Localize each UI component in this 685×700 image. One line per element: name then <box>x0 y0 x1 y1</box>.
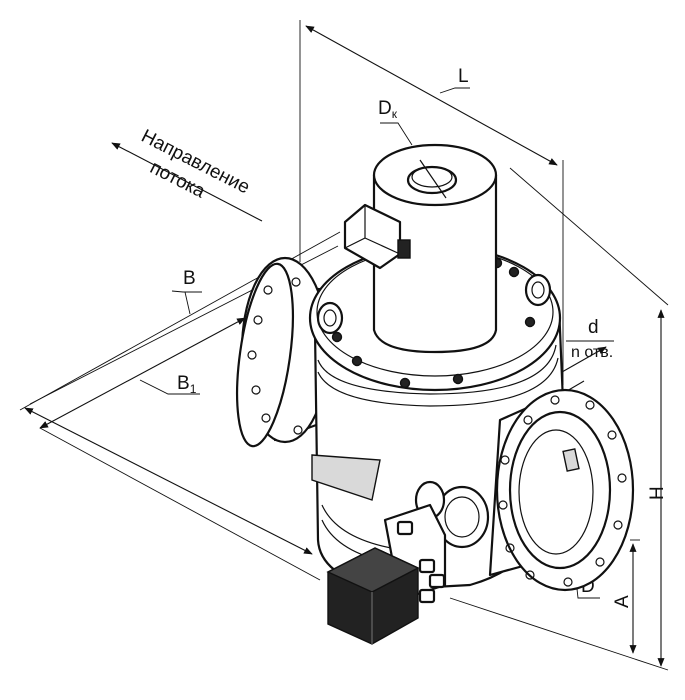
flow-direction-arrow <box>111 142 263 222</box>
dimension-label-Dk: Dк <box>378 98 398 121</box>
dimension-label-n-holes: n отв. <box>571 344 613 361</box>
dimension-B1 <box>39 317 321 581</box>
dimension-L <box>299 20 564 385</box>
dimension-H <box>449 167 669 671</box>
lifting-eye-left <box>316 301 344 335</box>
outlet-flange <box>488 388 635 592</box>
bolt-hole <box>263 285 273 295</box>
dimension-label-L: L <box>458 66 469 87</box>
dimension-label-d: d <box>588 317 599 338</box>
actuator-connector <box>343 203 411 270</box>
actuator-cylinder <box>372 143 498 354</box>
valve-body <box>236 143 635 645</box>
dimension-label-A: A <box>612 595 633 608</box>
lifting-eye-right <box>524 273 552 307</box>
dimension-label-B: B <box>183 268 196 289</box>
bolt-hole <box>523 415 533 425</box>
flow-direction-label: Направление потока <box>138 126 253 203</box>
terminal-box <box>326 520 446 645</box>
dimension-label-B1: B1 <box>177 373 197 396</box>
body-rib <box>311 454 381 501</box>
dimension-label-H: H <box>647 486 668 500</box>
dimension-A <box>629 539 640 654</box>
